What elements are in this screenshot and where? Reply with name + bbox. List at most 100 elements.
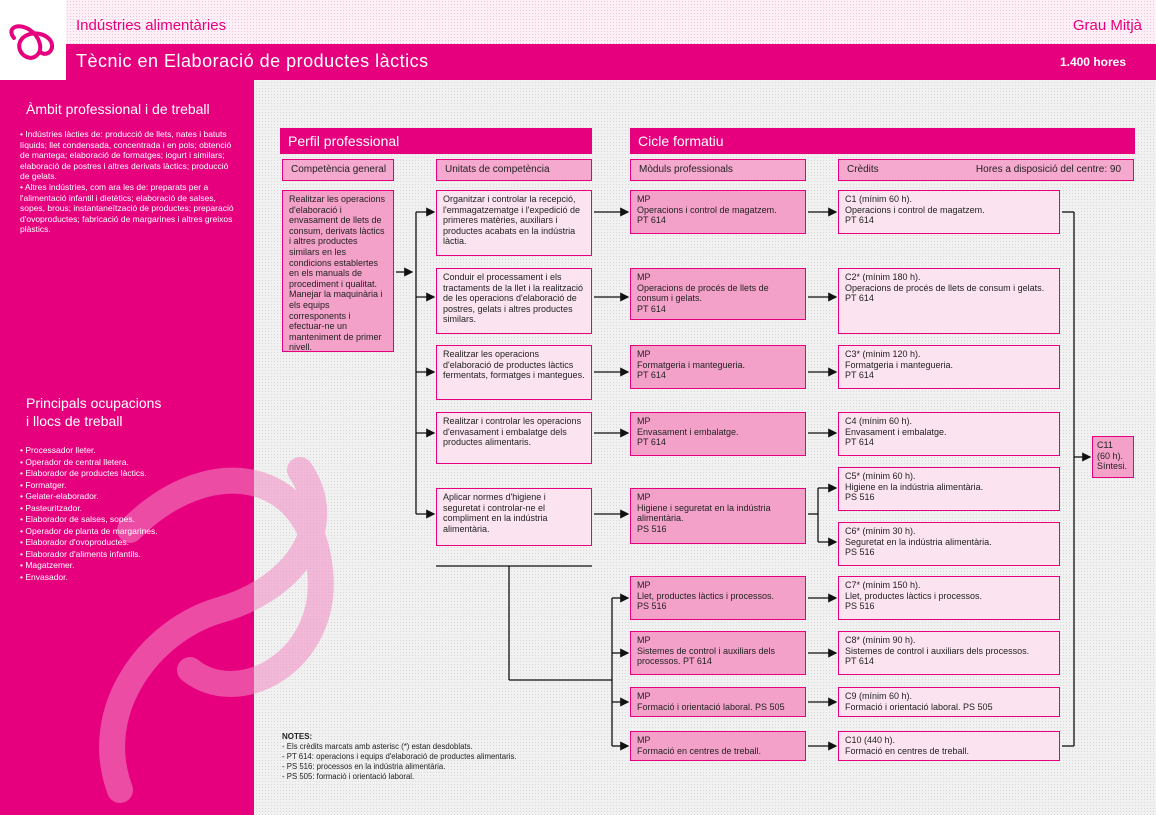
- modul-mp: MP: [637, 580, 651, 590]
- modul-name: Envasament i embalatge.: [637, 426, 739, 437]
- list-item: Pasteuritzador.: [20, 503, 235, 515]
- credit-head: C9 (mínim 60 h).: [845, 691, 913, 701]
- list-item: Indústries làcties de: producció de llet…: [20, 129, 235, 182]
- credit-name: Higiene en la indústria alimentària.: [845, 481, 984, 492]
- credit-head: C1 (mínim 60 h).: [845, 194, 913, 204]
- note-item: - PS 516: processos en la indústria alim…: [282, 762, 446, 771]
- modul-mp: MP: [637, 492, 651, 502]
- modul-mp: MP: [637, 194, 651, 204]
- credit-box-c11: C11 (60 h). Síntesi.: [1092, 436, 1134, 478]
- credit-name: Operacions i control de magatzem.: [845, 204, 985, 215]
- credit-hours: (60 h).: [1097, 450, 1124, 461]
- list-item: Operador de planta de margarines.: [20, 526, 235, 538]
- modul-box-3: MP Formatgeria i mantegueria. PT 614: [630, 345, 806, 389]
- credits-label: Crèdits: [847, 164, 879, 175]
- credit-head: C3* (mínim 120 h).: [845, 349, 921, 359]
- credit-head: C11: [1097, 440, 1113, 450]
- credit-code: PS 516: [845, 492, 875, 503]
- credit-name: Envasament i embalatge.: [845, 426, 947, 437]
- credit-head: C6* (mínim 30 h).: [845, 526, 916, 536]
- credit-box-c10: C10 (440 h). Formació en centres de treb…: [838, 731, 1060, 761]
- list-item: Elaborador de salses, sopes.: [20, 514, 235, 526]
- list-item: Formatger.: [20, 480, 235, 492]
- professional-family: Indústries alimentàries: [76, 17, 227, 34]
- list-item: Magatzemer.: [20, 560, 235, 572]
- sidebar: Àmbit professional i de treball Indústri…: [0, 80, 334, 815]
- modul-mp: MP: [637, 635, 651, 645]
- ocupacions-title-line1: Principals ocupacions: [26, 395, 162, 411]
- credit-box-c5: C5* (mínim 60 h). Higiene en la indústri…: [838, 467, 1060, 511]
- unitats-label: Unitats de competència: [436, 159, 592, 181]
- modul-code: PT 614: [637, 370, 666, 381]
- list-item: Operador de central lletera.: [20, 457, 235, 469]
- credit-name: Seguretat en la indústria alimentària.: [845, 536, 992, 547]
- credit-code: PT 614: [845, 437, 874, 448]
- list-item: Processador lleter.: [20, 445, 235, 457]
- ocupacions-title-line2: i llocs de treball: [26, 413, 123, 429]
- modul-code: PS 516: [637, 601, 667, 612]
- total-hours: 1.400 hores: [1059, 55, 1126, 69]
- modul-box-9: MP Formació en centres de treball.: [630, 731, 806, 761]
- credit-box-c3: C3* (mínim 120 h). Formatgeria i mantegu…: [838, 345, 1060, 389]
- unitat-box-5: Aplicar normes d'higiene i seguretat i c…: [436, 488, 592, 546]
- unitat-box-2: Conduir el processament i els tractament…: [436, 268, 592, 334]
- credit-name: Operacions de procés de llets de consum …: [845, 282, 1045, 293]
- list-item: Gelater-elaborador.: [20, 491, 235, 503]
- unitat-box-3: Realitzar les operacions d'elaboració de…: [436, 345, 592, 400]
- modul-name: Sistemes de control i auxiliars dels pro…: [637, 645, 776, 667]
- ocupacions-list: Processador lleter. Operador de central …: [20, 445, 235, 583]
- modul-box-4: MP Envasament i embalatge. PT 614: [630, 412, 806, 456]
- competencia-label: Competència general: [282, 159, 394, 181]
- credit-box-c7: C7* (mínim 150 h). Llet, productes làcti…: [838, 576, 1060, 620]
- ambit-list: Indústries làcties de: producció de llet…: [20, 129, 235, 235]
- credit-name: Llet, productes làctics i processos.: [845, 590, 983, 601]
- list-item: Altres indústries, com ara les de: prepa…: [20, 182, 235, 235]
- ocupacions-title: Principals ocupacions i llocs de treball: [26, 394, 161, 430]
- credit-code: PT 614: [845, 215, 874, 226]
- modul-code: PT 614: [637, 215, 666, 226]
- modul-mp: MP: [637, 272, 651, 282]
- cicle-header: Cicle formatiu: [630, 128, 1135, 154]
- modul-name: Formació en centres de treball.: [637, 745, 762, 756]
- modul-name: Llet, productes làctics i processos.: [637, 590, 775, 601]
- credit-code: PT 614: [845, 293, 874, 304]
- logo-box: [0, 0, 66, 80]
- modul-box-2: MP Operacions de procés de llets de cons…: [630, 268, 806, 320]
- notes-title: NOTES:: [282, 732, 313, 741]
- hores-centre: Hores a disposició del centre: 90: [975, 164, 1121, 175]
- modul-code: PT 614: [637, 303, 666, 314]
- unitat-box-1: Organitzar i controlar la recepció, l'em…: [436, 190, 592, 256]
- credit-box-c2: C2* (mínim 180 h). Operacions de procés …: [838, 268, 1060, 334]
- list-item: Elaborador de productes làctics.: [20, 468, 235, 480]
- credit-name: Sistemes de control i auxiliars dels pro…: [845, 645, 1030, 656]
- credit-head: C4 (mínim 60 h).: [845, 416, 913, 426]
- ambit-title: Àmbit professional i de treball: [26, 101, 210, 117]
- note-item: - PS 505: formació i orientació laboral.: [282, 772, 415, 781]
- credit-name: Formació i orientació laboral. PS 505: [845, 701, 993, 712]
- modul-box-6: MP Llet, productes làctics i processos. …: [630, 576, 806, 620]
- credit-code: PS 516: [845, 601, 875, 612]
- grade-level: Grau Mitjà: [1072, 17, 1142, 34]
- list-item: Elaborador d'ovoproductes.: [20, 537, 235, 549]
- credit-code: PS 516: [845, 547, 875, 558]
- notes: NOTES: - Els crèdits marcats amb asteris…: [282, 732, 517, 782]
- moduls-label: Mòduls professionals: [630, 159, 806, 181]
- credit-box-c4: C4 (mínim 60 h). Envasament i embalatge.…: [838, 412, 1060, 456]
- credit-head: C7* (mínim 150 h).: [845, 580, 921, 590]
- credits-label-bar: Crèdits Hores a disposició del centre: 9…: [838, 159, 1134, 181]
- modul-box-8: MP Formació i orientació laboral. PS 505: [630, 687, 806, 717]
- credit-box-c9: C9 (mínim 60 h). Formació i orientació l…: [838, 687, 1060, 717]
- credit-name: Formatgeria i mantegueria.: [845, 359, 954, 370]
- modul-box-5: MP Higiene i seguretat en la indústria a…: [630, 488, 806, 544]
- credit-head: C5* (mínim 60 h).: [845, 471, 916, 481]
- modul-name: Formatgeria i mantegueria.: [637, 359, 746, 370]
- page-title: Tècnic en Elaboració de productes làctic…: [76, 51, 429, 71]
- credit-head: C8* (mínim 90 h).: [845, 635, 916, 645]
- note-item: - Els crèdits marcats amb asterisc (*) e…: [282, 742, 473, 751]
- unitat-box-4: Realitzar i controlar les operacions d'e…: [436, 412, 592, 464]
- credit-box-c8: C8* (mínim 90 h). Sistemes de control i …: [838, 631, 1060, 675]
- modul-name: Formació i orientació laboral. PS 505: [637, 701, 785, 712]
- header-top-band: [0, 0, 1156, 44]
- credit-code: PT 614: [845, 370, 874, 381]
